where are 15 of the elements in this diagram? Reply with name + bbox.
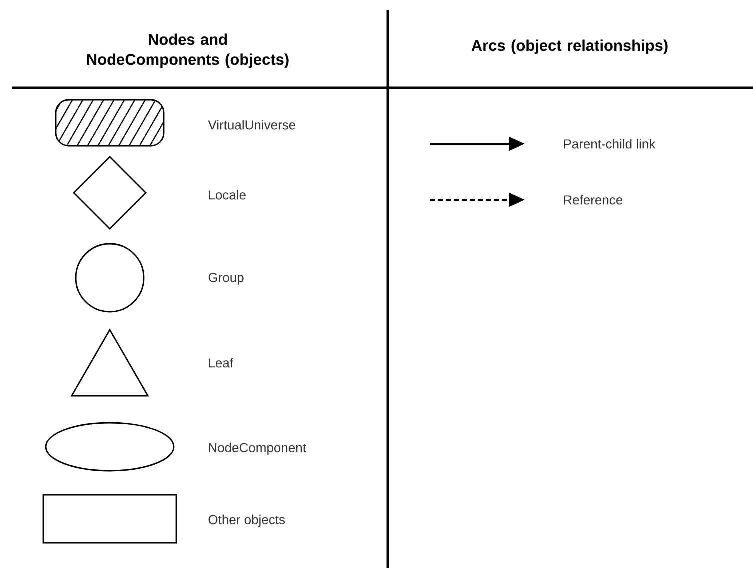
legend-text: Leaf bbox=[209, 358, 234, 368]
legend-text: Reference bbox=[564, 195, 623, 205]
capsule-symbol bbox=[55, 99, 165, 147]
legend-text: Parent-child link bbox=[564, 139, 656, 149]
column-heading: Arcs (object relationships) bbox=[472, 40, 668, 54]
legend-text: Group bbox=[208, 273, 244, 285]
legend-text: Other objects bbox=[208, 514, 286, 528]
rectangle-symbol bbox=[42, 494, 178, 544]
column-heading: Nodes and NodeComponents (objects) bbox=[87, 34, 289, 68]
legend-text: VirtualUniverse bbox=[208, 120, 296, 130]
circle-symbol bbox=[75, 243, 145, 313]
ellipse-symbol bbox=[45, 422, 175, 472]
legend-text: NodeComponent bbox=[209, 442, 306, 456]
diamond-symbol bbox=[73, 156, 147, 230]
legend-text: Locale bbox=[209, 190, 246, 200]
